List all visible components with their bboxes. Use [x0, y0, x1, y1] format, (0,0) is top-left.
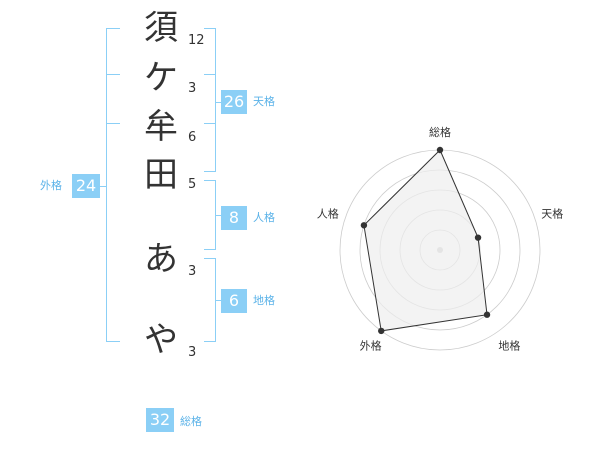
stroke-count-4: 5: [188, 177, 197, 192]
gaikaku-tick-2: [106, 123, 120, 124]
name-char-6: や: [144, 320, 178, 360]
radar-label-4: 外格: [360, 338, 382, 352]
jinkaku-tick-out: [216, 215, 222, 216]
stroke-count-5: 3: [188, 264, 197, 279]
radar-label-3: 地格: [498, 338, 520, 352]
gaikaku-value: 24: [72, 174, 100, 198]
stroke-count-3: 6: [188, 130, 197, 145]
soukaku-value: 32: [146, 408, 174, 432]
radar-label-2: 天格: [541, 207, 563, 221]
radar-point-5: [360, 222, 368, 229]
chikaku-value: 6: [221, 289, 247, 313]
jinkaku-label: 人格: [253, 211, 275, 224]
gaikaku-label: 外格: [40, 179, 62, 192]
tenkaku-tick-out: [216, 102, 222, 103]
tenkaku-tick-2: [204, 123, 216, 124]
radar-point-4: [378, 327, 385, 335]
name-char-4: 田: [144, 155, 178, 195]
jinkaku-value: 8: [221, 206, 247, 230]
radar-point-1: [436, 146, 444, 154]
tenkaku-label: 天格: [253, 95, 275, 108]
radar-polygon: [363, 149, 488, 332]
tenkaku-bracket: [204, 28, 216, 172]
stroke-count-6: 3: [188, 345, 197, 360]
stroke-count-1: 12: [188, 33, 205, 48]
name-char-3: 牟: [144, 107, 178, 147]
tenkaku-value: 26: [221, 90, 247, 114]
chikaku-tick-out: [216, 300, 222, 301]
name-char-5: あ: [144, 239, 178, 279]
radar-label-1: 総格: [429, 125, 451, 139]
name-char-1: 須: [144, 8, 178, 48]
stroke-count-2: 3: [188, 81, 197, 96]
radar-label-5: 人格: [317, 207, 339, 221]
jinkaku-bracket: [204, 180, 216, 250]
chikaku-bracket: [204, 258, 216, 342]
soukaku-label: 総格: [180, 415, 202, 428]
tenkaku-tick-1: [204, 74, 216, 75]
gaikaku-tick-1: [106, 74, 120, 75]
gaikaku-tick-3: [96, 186, 106, 187]
radar-point-2: [474, 234, 482, 241]
name-char-2: ケ: [144, 58, 178, 98]
chikaku-label: 地格: [253, 294, 275, 307]
radar-point-3: [483, 311, 491, 318]
gaikaku-bracket: [106, 28, 120, 342]
radar-shape: [360, 146, 491, 335]
